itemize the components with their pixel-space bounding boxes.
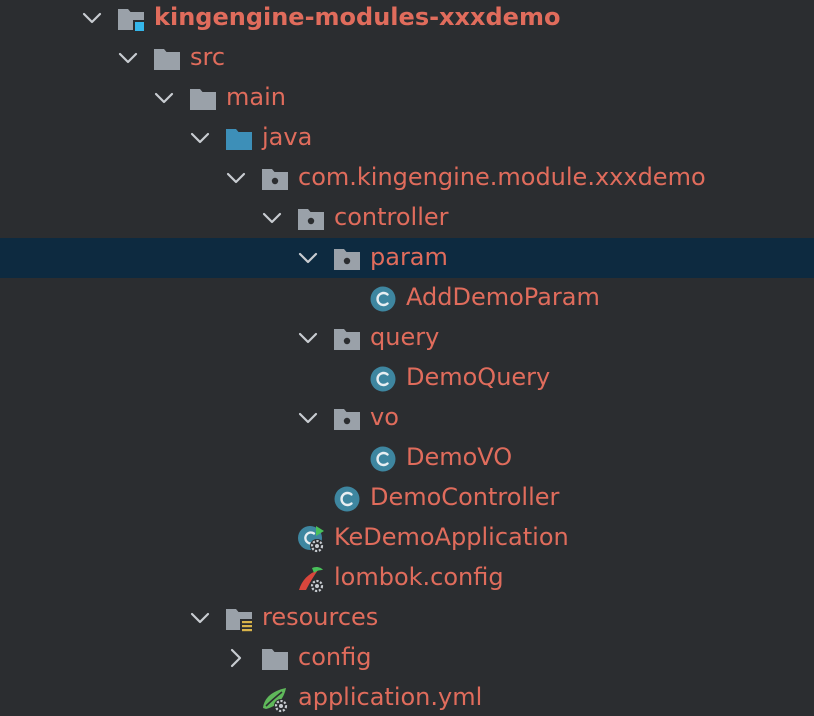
java-class-icon xyxy=(368,284,398,314)
chevron-down-icon[interactable] xyxy=(260,206,284,230)
tree-item-label: DemoController xyxy=(370,483,560,511)
tree-item-adddemoparam[interactable]: AddDemoParam xyxy=(0,278,814,318)
tree-item-param[interactable]: param xyxy=(0,238,814,278)
tree-item-label: config xyxy=(298,643,372,671)
folder-icon xyxy=(260,644,290,674)
package-icon xyxy=(296,204,326,234)
chevron-down-icon[interactable] xyxy=(224,166,248,190)
tree-item-src[interactable]: src xyxy=(0,38,814,78)
chevron-down-icon[interactable] xyxy=(296,406,320,430)
tree-item-label: java xyxy=(262,123,313,151)
tree-item-label: vo xyxy=(370,403,399,431)
tree-item-label: kingengine-modules-xxxdemo xyxy=(154,3,561,31)
resources-folder-icon xyxy=(224,604,254,634)
chevron-down-icon[interactable] xyxy=(296,246,320,270)
tree-item-demoquery[interactable]: DemoQuery xyxy=(0,358,814,398)
tree-item-java[interactable]: java xyxy=(0,118,814,158)
folder-icon xyxy=(152,44,182,74)
tree-item-main[interactable]: main xyxy=(0,78,814,118)
package-icon xyxy=(332,324,362,354)
source-root-folder-icon xyxy=(224,124,254,154)
tree-item-label: src xyxy=(190,43,226,71)
tree-item-label: application.yml xyxy=(298,683,483,711)
folder-icon xyxy=(188,84,218,114)
tree-item-query[interactable]: query xyxy=(0,318,814,358)
tree-item-application-yml[interactable]: application.yml xyxy=(0,678,814,716)
package-icon xyxy=(332,404,362,434)
tree-item-label: query xyxy=(370,323,440,351)
chevron-down-icon[interactable] xyxy=(188,126,212,150)
tree-item-resources[interactable]: resources xyxy=(0,598,814,638)
tree-item-label: lombok.config xyxy=(334,563,504,591)
package-icon xyxy=(260,164,290,194)
chevron-down-icon[interactable] xyxy=(80,6,104,30)
tree-item-kedemoapplication[interactable]: KeDemoApplication xyxy=(0,518,814,558)
java-class-icon xyxy=(332,484,362,514)
chevron-down-icon[interactable] xyxy=(116,46,140,70)
tree-item-label: com.kingengine.module.xxxdemo xyxy=(298,163,706,191)
tree-item-lombok-config[interactable]: lombok.config xyxy=(0,558,814,598)
package-icon xyxy=(332,244,362,274)
tree-item-controller[interactable]: controller xyxy=(0,198,814,238)
lombok-config-icon xyxy=(296,564,326,594)
tree-item-label: param xyxy=(370,243,448,271)
chevron-down-icon[interactable] xyxy=(152,86,176,110)
tree-item-label: DemoVO xyxy=(406,443,513,471)
chevron-right-icon[interactable] xyxy=(224,646,248,670)
tree-item-vo[interactable]: vo xyxy=(0,398,814,438)
spring-boot-app-icon xyxy=(296,524,326,554)
chevron-down-icon[interactable] xyxy=(296,326,320,350)
tree-item-com-kingengine-module-xxxdemo[interactable]: com.kingengine.module.xxxdemo xyxy=(0,158,814,198)
spring-yml-icon xyxy=(260,684,290,714)
tree-item-label: DemoQuery xyxy=(406,363,551,391)
tree-item-label: AddDemoParam xyxy=(406,283,600,311)
tree-item-label: main xyxy=(226,83,286,111)
tree-item-label: controller xyxy=(334,203,449,231)
tree-item-config[interactable]: config xyxy=(0,638,814,678)
tree-item-label: resources xyxy=(262,603,379,631)
module-folder-icon xyxy=(116,4,146,34)
java-class-icon xyxy=(368,364,398,394)
java-class-icon xyxy=(368,444,398,474)
tree-item-demovo[interactable]: DemoVO xyxy=(0,438,814,478)
tree-item-kingengine-modules-xxxdemo[interactable]: kingengine-modules-xxxdemo xyxy=(0,0,814,38)
tree-item-democontroller[interactable]: DemoController xyxy=(0,478,814,518)
chevron-down-icon[interactable] xyxy=(188,606,212,630)
tree-item-label: KeDemoApplication xyxy=(334,523,569,551)
